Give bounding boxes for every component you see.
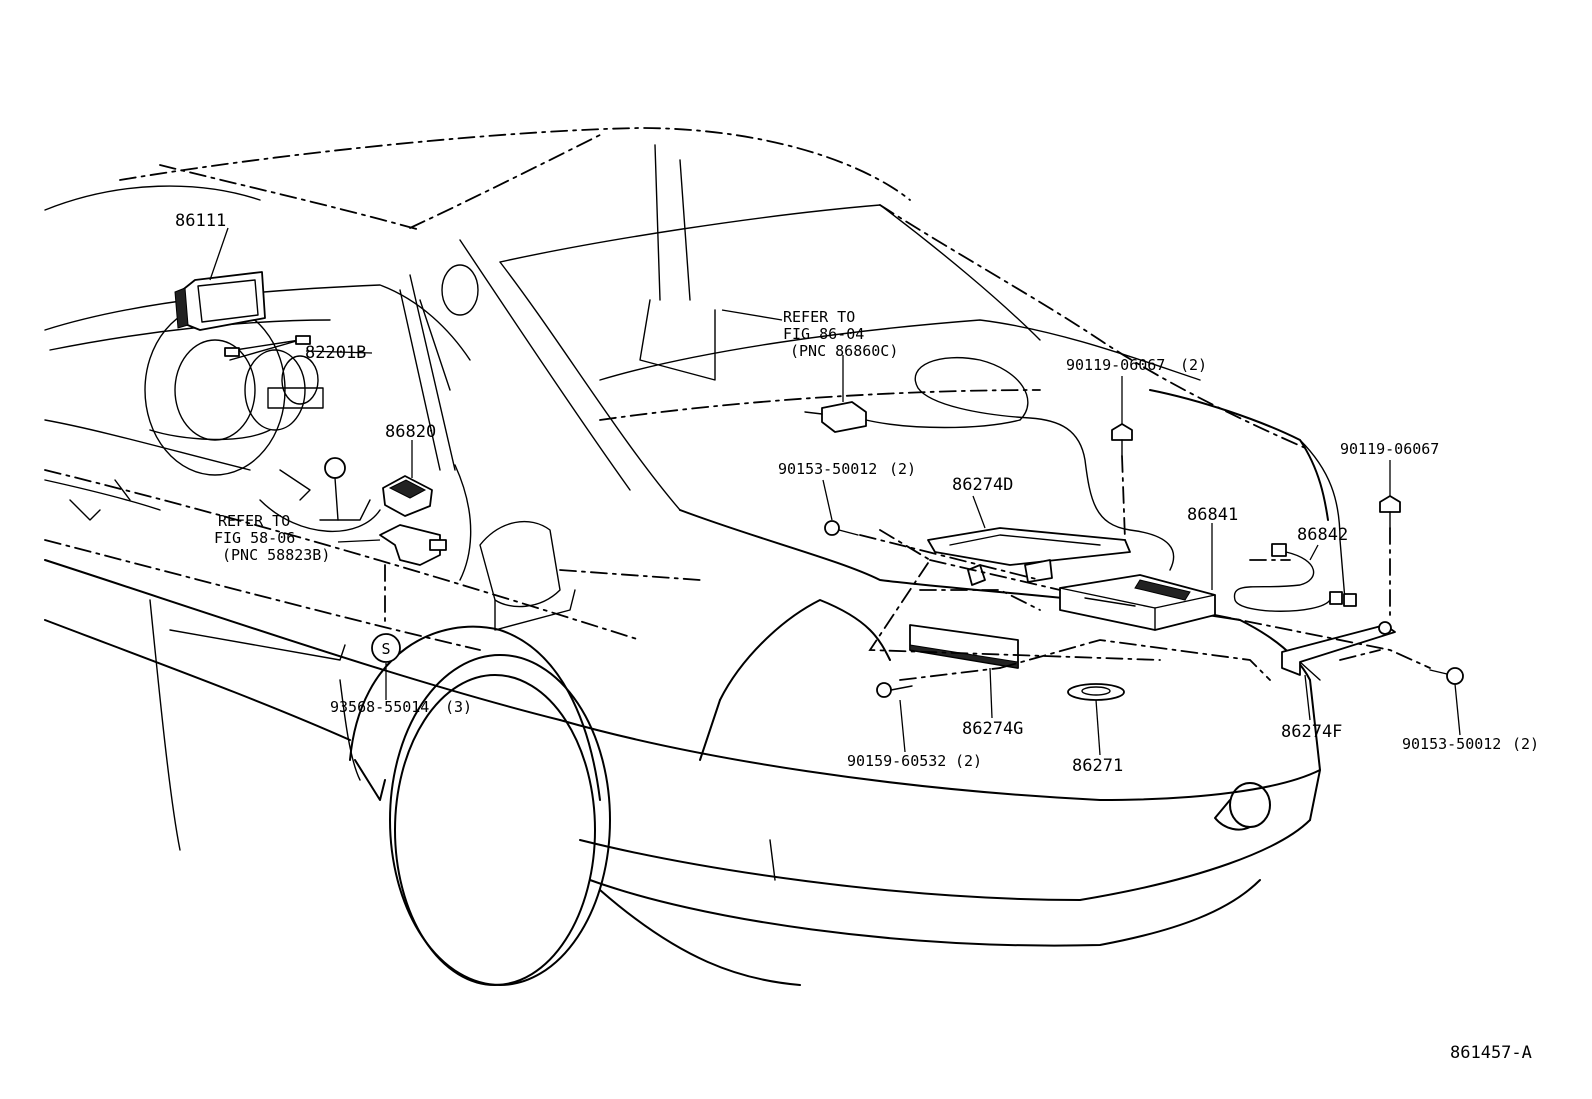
interior-dashboard (44, 185, 479, 581)
bolt-90119-right (1379, 495, 1401, 529)
label-86842: 86842 (1297, 525, 1348, 545)
car-body-outline (44, 127, 1346, 986)
label-93568-qty: (3) (445, 698, 472, 716)
s-marker: S (371, 633, 401, 663)
bracket-58823b (379, 524, 447, 566)
bolt-90159 (876, 682, 913, 698)
label-86111: 86111 (175, 211, 226, 231)
speaker-86271 (1067, 683, 1125, 701)
label-90119-right: 90119-06067 (1340, 440, 1439, 458)
display-unit-86111 (174, 271, 266, 331)
module-86820 (382, 475, 433, 517)
ref-58-line3: (PNC 58823B) (222, 546, 330, 564)
harness-82201b (224, 335, 311, 357)
bolt-90153-right (1429, 667, 1464, 685)
label-86274g: 86274G (962, 719, 1023, 739)
part-labels: 86111 82201B 86820 REFER TO FIG 58-06 (P… (175, 211, 1539, 1063)
label-86820: 86820 (385, 422, 436, 442)
bracket-86274f (1281, 621, 1396, 681)
ref-86-line3: (PNC 86860C) (790, 342, 898, 360)
label-90159-qty: (2) (955, 752, 982, 770)
label-90153-right: 90153-50012 (1402, 735, 1501, 753)
label-86274d: 86274D (952, 475, 1013, 495)
label-86274f: 86274F (1281, 722, 1342, 742)
ref-86-line1: REFER TO (783, 308, 855, 326)
assembly-guides (384, 455, 1431, 681)
bolt-90153-left (824, 520, 859, 536)
leader-lines (209, 227, 1461, 756)
label-90159: 90159-60532 (847, 752, 946, 770)
ref-58-line2: FIG 58-06 (214, 529, 295, 547)
label-86271: 86271 (1072, 756, 1123, 776)
label-93568: 93568-55014 (330, 698, 429, 716)
ref-58-line1: REFER TO (218, 512, 290, 530)
bracket-86274g (909, 624, 1019, 669)
label-90153-right-qty: (2) (1512, 735, 1539, 753)
s-marker-text: S (381, 640, 390, 658)
label-90153-left-qty: (2) (889, 460, 916, 478)
antenna-module-86860c (804, 401, 1021, 433)
bolt-90119-left (1111, 423, 1133, 457)
label-90119-left: 90119-06067 (1066, 356, 1165, 374)
ref-86-line2: FIG 86-04 (783, 325, 864, 343)
figure-id: 861457-A (1450, 1043, 1532, 1063)
unit-86841 (1059, 574, 1216, 631)
cable-86842 (1233, 543, 1357, 612)
label-86841: 86841 (1187, 505, 1238, 525)
label-90119-left-qty: (2) (1180, 356, 1207, 374)
label-82201b: 82201B (305, 343, 366, 363)
label-90153-left: 90153-50012 (778, 460, 877, 478)
bracket-86274d (927, 527, 1131, 586)
